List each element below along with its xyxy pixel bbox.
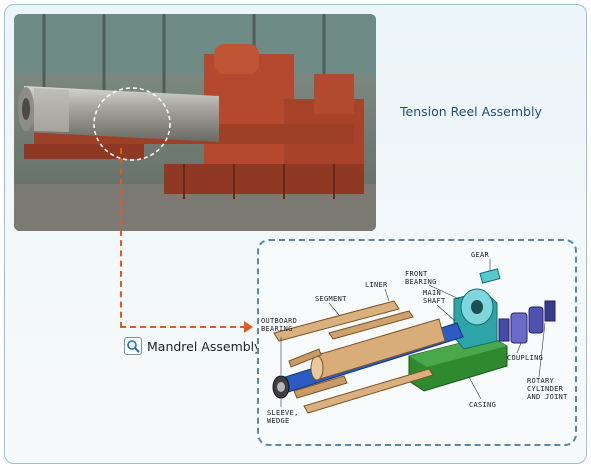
label-rotary-3: AND JOINT [527, 393, 568, 401]
label-main-shaft-2: SHAFT [423, 297, 446, 305]
label-rotary-2: CYLINDER [527, 385, 564, 393]
leader-line-vertical [120, 148, 122, 328]
label-coupling: COUPLING [507, 354, 543, 362]
tension-reel-caption: Tension Reel Assembly [400, 104, 542, 119]
leader-arrow-icon [244, 321, 253, 333]
mandrel-exploded-diagram: GEAR FRONT BEARING MAIN SHAFT LINER SEGM… [257, 239, 577, 446]
label-segment: SEGMENT [315, 295, 347, 303]
label-main-shaft-1: MAIN [423, 289, 441, 297]
label-rotary-1: ROTARY [527, 377, 555, 385]
label-outboard-bearing-2: BEARING [261, 325, 293, 333]
label-outboard-bearing-1: OUTBOARD [261, 317, 297, 325]
label-front-bearing-2: BEARING [405, 278, 437, 286]
label-front-bearing-1: FRONT [405, 270, 428, 278]
label-gear: GEAR [471, 251, 490, 259]
label-liner: LINER [365, 281, 388, 289]
label-sleeve-1: SLEEVE, [267, 409, 299, 417]
mandrel-assembly-callout[interactable]: Mandrel Assembly [124, 337, 262, 355]
mandrel-assembly-label: Mandrel Assembly [147, 338, 262, 354]
leader-line-horizontal [120, 326, 246, 328]
tension-reel-photo [14, 14, 376, 231]
label-casing: CASING [469, 401, 496, 409]
magnifier-icon[interactable] [124, 337, 142, 355]
label-sleeve-2: WEDGE [267, 417, 290, 425]
